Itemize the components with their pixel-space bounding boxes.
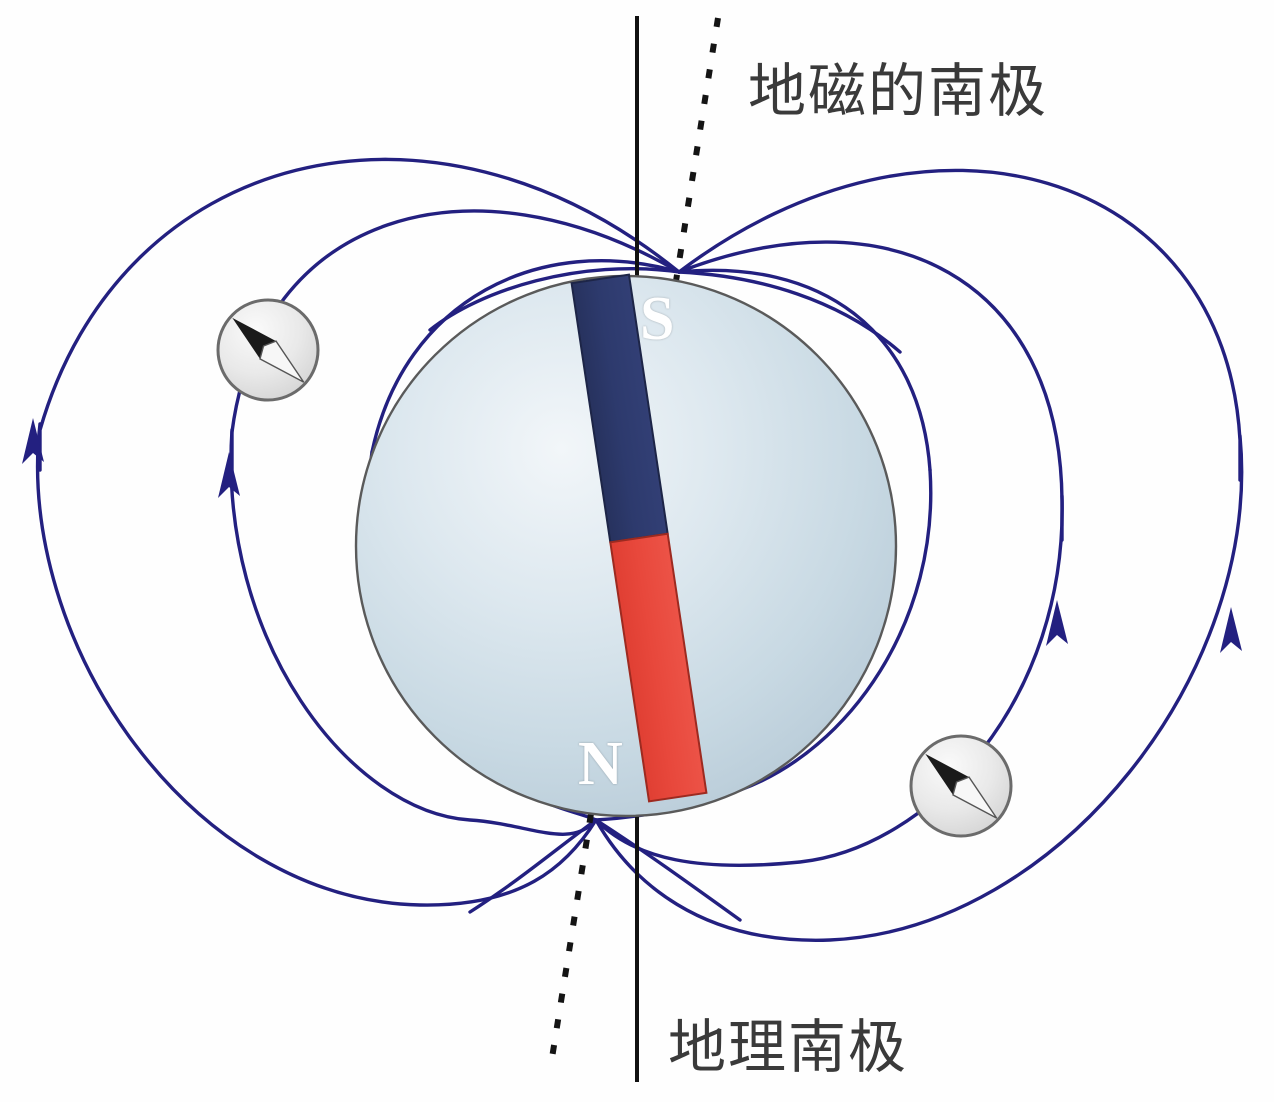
field-line-inner-left bbox=[370, 259, 681, 454]
field-line-stub-south-left bbox=[468, 818, 598, 914]
field-arrow-right-inner bbox=[1046, 600, 1068, 646]
field-arrow-far-left bbox=[22, 418, 44, 464]
magnet-north-pole-letter: N bbox=[578, 730, 623, 798]
label-geomagnetic-south-pole: 地磁的南极 bbox=[748, 59, 1049, 124]
field-line-mid-right bbox=[677, 240, 1064, 542]
magnet-south-pole-letter: S bbox=[640, 285, 675, 353]
field-line-hug-left bbox=[428, 266, 681, 332]
field-line-arrowheads bbox=[22, 418, 1242, 653]
compass-lower-right[interactable] bbox=[909, 734, 1013, 838]
bar-magnet bbox=[570, 273, 708, 803]
compass-upper-left[interactable] bbox=[216, 298, 320, 402]
compass-needle bbox=[925, 753, 998, 819]
compass-needle-light-half bbox=[952, 776, 998, 819]
compass-needle bbox=[232, 317, 305, 383]
field-line-outer-right bbox=[677, 168, 1242, 482]
field-arrow-far-right bbox=[1220, 607, 1242, 653]
field-line-outer-right-lower bbox=[594, 434, 1244, 942]
label-geographic-south-pole: 地理南极 bbox=[668, 1015, 909, 1080]
compass-needle-light-half bbox=[259, 340, 305, 383]
field-line-mid-right-lower bbox=[594, 494, 1064, 868]
field-line-inner-right bbox=[677, 268, 932, 472]
field-line-outer-left-lower bbox=[35, 422, 598, 907]
field-line-hug-right bbox=[677, 270, 902, 354]
magnet-north-segment bbox=[609, 532, 708, 803]
field-line-outer-left bbox=[38, 157, 681, 472]
field-line-stub-south-right bbox=[594, 818, 742, 922]
field-arrow-left-inner bbox=[218, 452, 240, 498]
field-line-mid-left-lower bbox=[229, 428, 598, 836]
